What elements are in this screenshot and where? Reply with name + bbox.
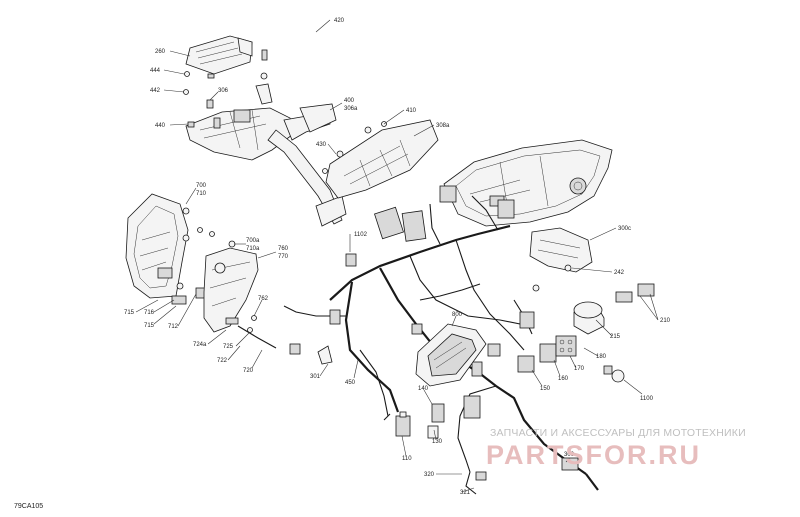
wiring-harness-part [283,195,587,475]
callout-215: 215 [610,334,621,340]
callout-306: 306 [218,88,229,94]
callout-725: 725 [223,344,234,350]
watermark-logo: PARTSFOR.RU [486,440,701,470]
callout-1102: 1102 [354,232,368,238]
callout-710a: 710a [246,246,260,252]
callout-labels: 420 260 444 442 306 440 400 306a 410 308… [124,18,671,496]
callout-308a: 308a [436,123,450,129]
callout-321: 321 [460,490,471,496]
side-bracket-part [529,227,593,292]
callout-700: 700 [196,183,207,189]
dash-bracket-part [325,119,439,199]
display-module-part [415,323,487,387]
callout-716: 716 [144,310,155,316]
callout-320: 320 [424,472,435,478]
callout-770: 770 [278,254,289,260]
clip-1102-part [345,253,357,267]
callout-715-lower: 715 [144,323,155,329]
callout-724a: 724a [193,342,207,348]
callout-760: 760 [278,246,289,252]
callout-720: 720 [243,368,254,374]
callout-242: 242 [614,270,625,276]
right-connectors-part [517,283,655,383]
callout-442: 442 [150,88,161,94]
callout-160: 160 [558,376,569,382]
callout-300c: 300c [618,226,631,232]
left-console-panel-part [125,193,236,305]
callout-444: 444 [150,68,161,74]
callout-430: 430 [316,142,327,148]
callout-410: 410 [406,108,417,114]
figure-id-label: 79CA105 [14,503,44,510]
callout-150: 150 [540,386,551,392]
callout-800: 800 [452,312,463,318]
callout-210: 210 [660,318,671,324]
leader-lines [135,19,659,493]
watermark-tagline: ЗАПЧАСТИ И АКСЕССУАРЫ ДЛЯ МОТОТЕХНИКИ [490,427,746,439]
callout-712: 712 [168,324,179,330]
instrument-frame-part [439,139,613,227]
callout-110: 110 [402,456,412,462]
callout-420: 420 [334,18,345,24]
callout-300: 300 [564,452,575,458]
switch-panel-part [203,247,333,365]
callout-301: 301 [310,374,321,380]
callout-440: 440 [155,123,166,129]
callout-722: 722 [217,358,228,364]
callout-130: 130 [432,439,443,445]
callout-710: 710 [196,191,207,197]
column-bracket-part [267,103,347,227]
callout-260: 260 [155,49,166,55]
callout-306a: 306a [344,106,358,112]
callout-140: 140 [418,386,429,392]
callout-700a: 700a [246,238,260,244]
lower-harness-end-part [465,471,599,495]
callout-450: 450 [345,380,356,386]
upper-cover-part [183,35,268,95]
callout-170: 170 [574,366,585,372]
callout-1100: 1100 [640,396,654,402]
callout-180: 180 [596,354,607,360]
callout-762: 762 [258,296,269,302]
callout-715: 715 [124,310,135,316]
callout-400: 400 [344,98,355,104]
